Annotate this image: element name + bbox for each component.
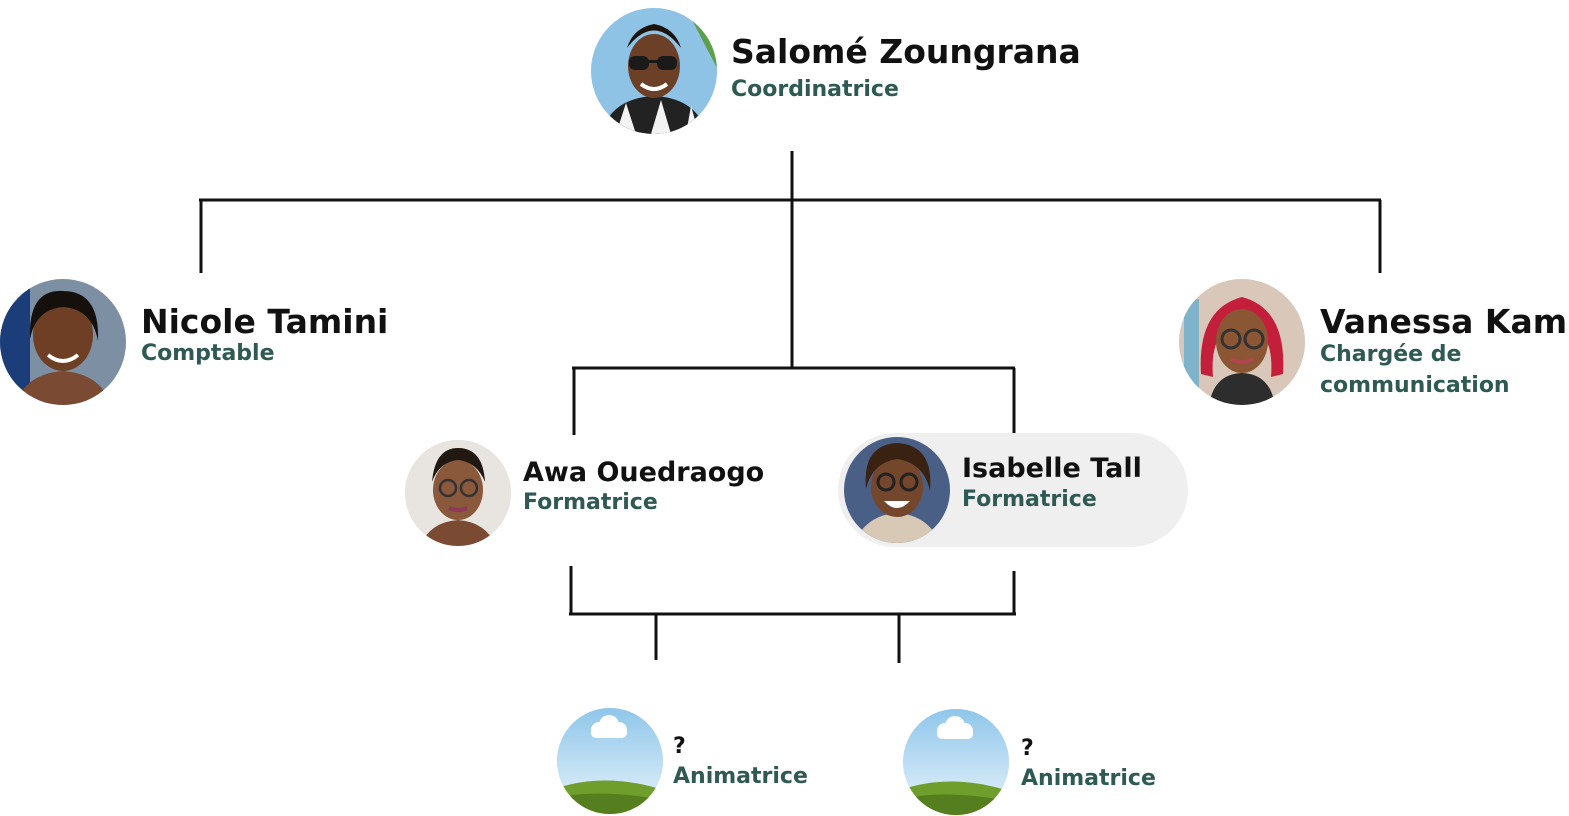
person-photo-icon: [844, 437, 950, 543]
accountant-avatar: [0, 279, 126, 405]
accountant-role: Comptable: [141, 341, 275, 366]
person-photo-icon: [0, 279, 126, 405]
coordinator-avatar: [591, 8, 717, 134]
animator1-name: ?: [673, 734, 686, 759]
animator1-avatar: [557, 708, 663, 814]
person-photo-icon: [591, 8, 717, 134]
trainer2-avatar: [844, 437, 950, 543]
animator2-name: ?: [1021, 736, 1034, 761]
communication-name: Vanessa Kam: [1320, 302, 1568, 341]
communication-role-line1: Chargée de: [1320, 342, 1462, 367]
animator1-role: Animatrice: [673, 764, 808, 789]
trainer1-role: Formatrice: [523, 490, 658, 515]
accountant-name: Nicole Tamini: [141, 302, 389, 341]
landscape-placeholder-icon: [903, 709, 1009, 815]
person-photo-icon: [405, 440, 511, 546]
trainer2-name: Isabelle Tall: [962, 453, 1142, 484]
animator2-avatar: [903, 709, 1009, 815]
coordinator-role: Coordinatrice: [731, 77, 899, 102]
trainer2-role: Formatrice: [962, 487, 1097, 512]
person-photo-icon: [1179, 279, 1305, 405]
trainer1-avatar: [405, 440, 511, 546]
coordinator-name: Salomé Zoungrana: [731, 32, 1081, 71]
trainer1-name: Awa Ouedraogo: [523, 457, 765, 488]
communication-avatar: [1179, 279, 1305, 405]
landscape-placeholder-icon: [557, 708, 663, 814]
animator2-role: Animatrice: [1021, 766, 1156, 791]
communication-role-line2: communication: [1320, 373, 1510, 398]
